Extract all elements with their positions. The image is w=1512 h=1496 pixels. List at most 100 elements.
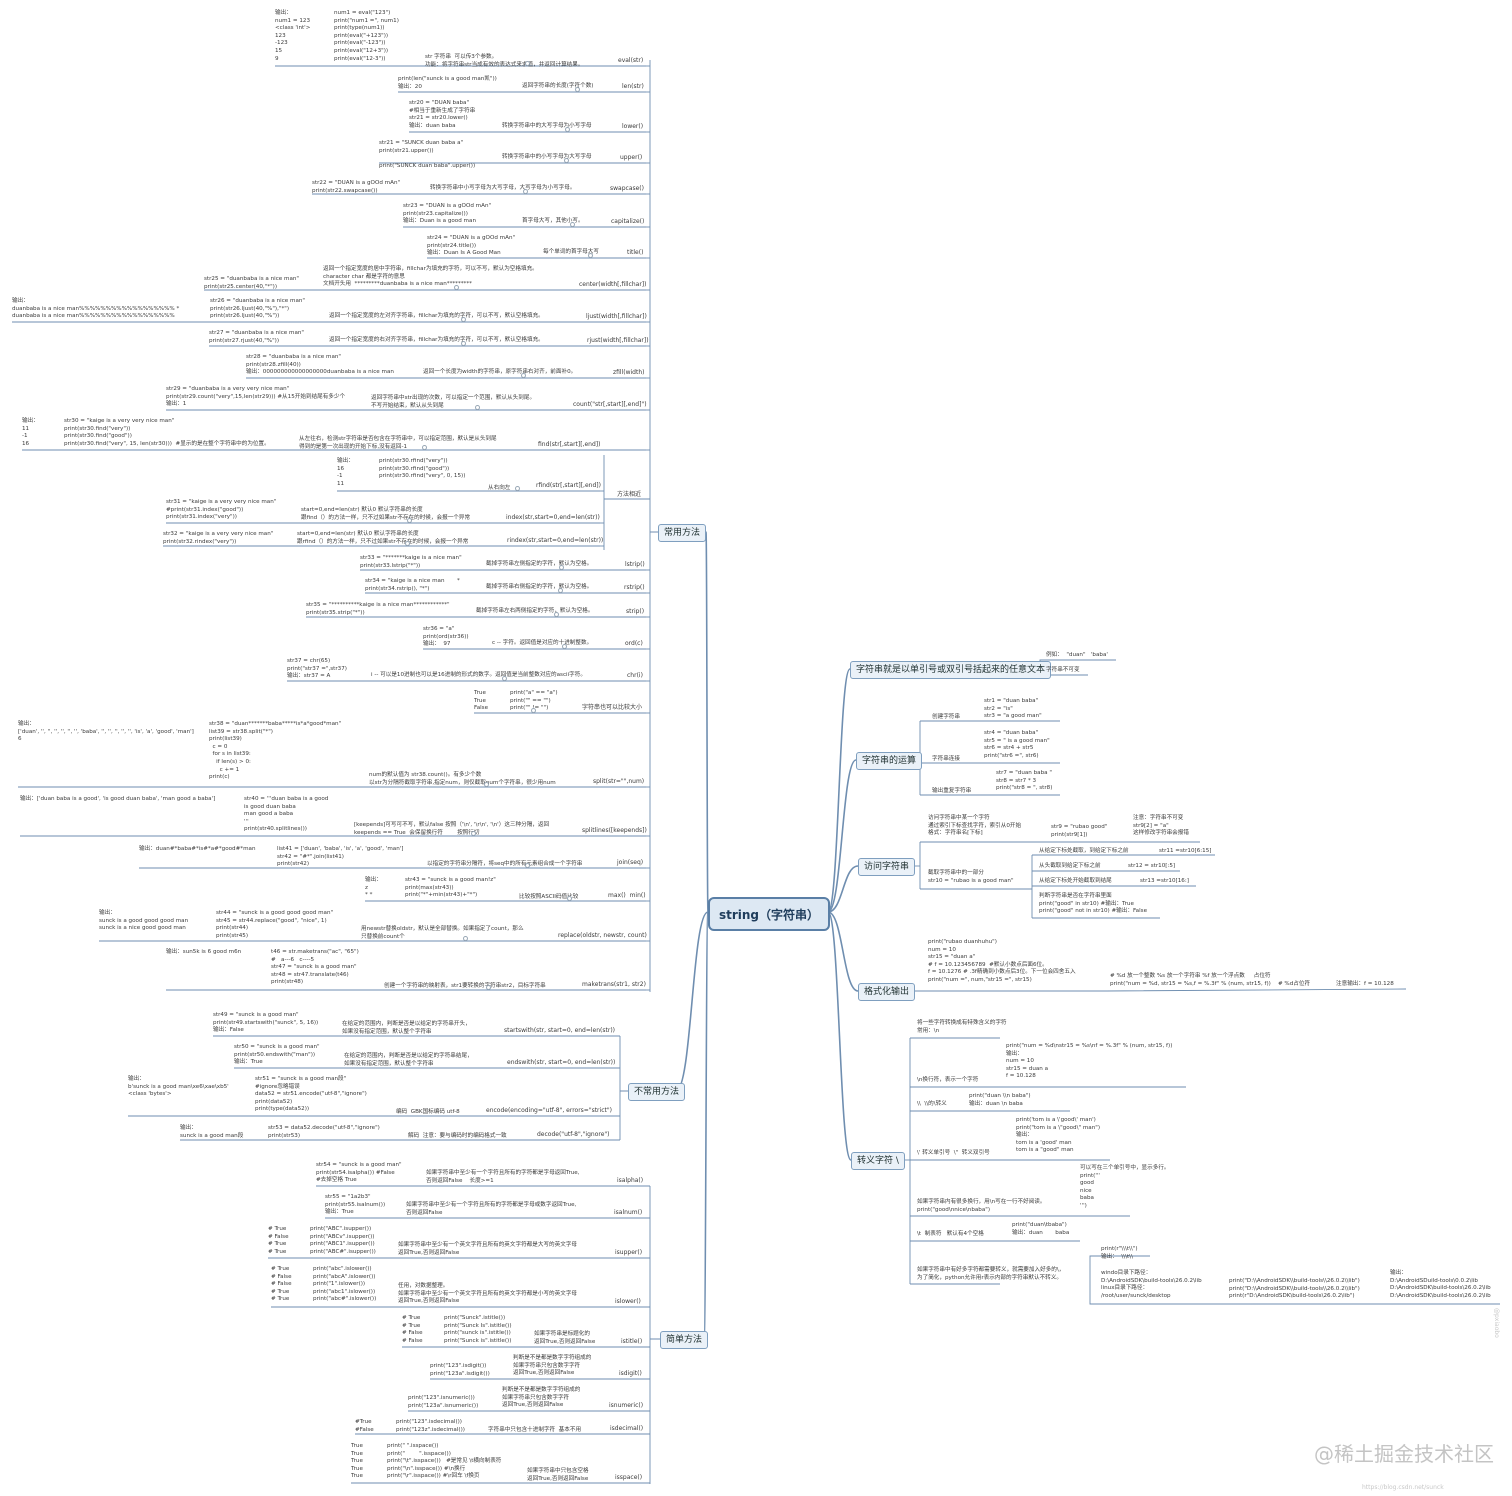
branch-access-string[interactable]: 访问字符串 [858,858,916,876]
method-node[interactable]: decode("utf-8","ignore") [537,1131,610,1138]
root-topic[interactable]: string（字符串） [708,897,830,931]
method-node[interactable]: ord(c) [625,640,643,647]
method-node[interactable]: isnumeric() [609,1402,644,1409]
description: num的默认值为 str38.count()。有多少个数 以str为分隔符截取字… [369,772,556,786]
branch-similar[interactable]: 方法相近 [617,491,642,498]
method-node[interactable]: encode(encoding="utf-8", errors="strict"… [486,1107,612,1114]
method-node[interactable]: strip() [626,608,645,615]
collapse-dot-icon[interactable] [460,317,466,322]
description: 截掉字符串左右两侧指定的字符，默认为空格。 [476,608,594,614]
method-node[interactable]: count("str[,start][,end]") [573,401,647,408]
method-node[interactable]: title() [627,249,644,256]
method-node[interactable]: rjust(width[,fillchar]) [587,337,649,344]
method-node[interactable]: center(width[,fillchar]) [579,281,647,288]
method-node[interactable]: endswith(str, start=0, end=len(str)) [507,1059,616,1066]
branch-escape-chars[interactable]: 转义字符 \ [851,1152,905,1170]
collapse-dot-icon[interactable] [421,445,427,450]
method-node[interactable]: chr(i) [627,672,643,679]
method-node[interactable]: zfill(width) [613,369,645,376]
method-node[interactable]: rindex(str,start=0,end=len(str)) [507,537,604,544]
method-node[interactable]: index(str,start=0,end=len(str)) [506,514,600,521]
collapse-dot-icon[interactable] [558,565,564,570]
ops-label[interactable]: 字符串连接 [932,756,960,762]
collapse-dot-icon[interactable] [475,405,480,410]
collapse-dot-icon[interactable] [554,612,559,617]
collapse-dot-icon[interactable] [405,541,410,546]
method-node[interactable]: 字符串也可以比较大小 [582,704,643,711]
code-example: str12 = str10[:5] [1128,863,1176,869]
code-example: True True False [474,690,489,712]
collapse-dot-icon[interactable] [471,831,476,836]
collapse-dot-icon[interactable] [565,127,570,132]
watermark-url: https://blog.csdn.net/sunck [1362,1484,1444,1491]
collapse-dot-icon[interactable] [461,341,466,346]
collapse-dot-icon[interactable] [484,782,489,787]
collapse-dot-icon[interactable] [531,708,536,713]
method-node[interactable]: lstrip() [625,561,645,568]
method-node[interactable]: lower() [622,123,644,130]
collapse-dot-icon[interactable] [525,863,530,868]
collapse-dot-icon[interactable] [588,253,593,258]
definition-immutable: 字符串不可变 [1046,667,1080,673]
method-node[interactable]: swapcase() [610,185,644,192]
description: c -- 字符。返回值是对应的十进制整数。 [492,640,593,646]
branch-string-ops[interactable]: 字符串的运算 [856,752,923,770]
method-node[interactable]: upper() [620,154,643,161]
method-node[interactable]: isdecimal() [610,1425,644,1432]
method-node[interactable]: capitalize() [611,218,645,225]
method-node[interactable]: isspace() [615,1474,643,1481]
method-node[interactable]: isupper() [615,1249,643,1256]
collapse-dot-icon[interactable] [566,896,572,901]
collapse-dot-icon[interactable] [515,486,520,491]
description: 在给定的范围内，判断是否是以给定的字符串开头， 如果没有指定范围，默认整个字符串 [342,1021,471,1035]
escape-rule: \' 转义单引号 \" 转义双引号 [917,1150,990,1156]
method-node[interactable]: startswith(str, start=0, end=len(str)) [504,1027,616,1034]
ops-label[interactable]: 输出重复字符串 [932,788,972,794]
method-node[interactable]: isalpha() [617,1177,644,1184]
collapse-dot-icon[interactable] [523,189,528,194]
method-node[interactable]: split(str="",num) [593,778,645,785]
collapse-dot-icon[interactable] [561,644,567,649]
branch-format-output[interactable]: 格式化输出 [858,983,916,1001]
method-node[interactable]: isalnum() [614,1209,643,1216]
collapse-dot-icon[interactable] [462,936,468,941]
collapse-dot-icon[interactable] [569,222,575,227]
description: 如果字符串中至少有一个英文字符且所有的英文字符都是大写的英文字母 返回True,… [398,1242,578,1256]
branch-common-methods[interactable]: 常用方法 [658,524,707,542]
method-node[interactable]: ljust(width[,fillchar]) [586,313,647,320]
method-node[interactable]: rstrip() [624,584,645,591]
collapse-dot-icon[interactable] [454,285,459,290]
collapse-dot-icon[interactable] [564,158,569,163]
method-node[interactable]: istitle() [621,1338,643,1345]
code-example: str29 = "duanbaba is a very very nice ma… [166,386,346,408]
method-node[interactable]: isdigit() [619,1370,642,1377]
description: 从右向左 [488,485,511,491]
ops-label[interactable]: 创建字符串 [932,714,960,720]
collapse-dot-icon[interactable] [521,373,526,378]
code-example: print("D:\\AndroidSDK\\build-tools\\26.0… [1229,1278,1360,1300]
method-node[interactable]: eval(str) [618,57,644,64]
branch-uncommon-methods[interactable]: 不常用方法 [628,1083,686,1101]
collapse-dot-icon[interactable] [486,985,491,990]
collapse-dot-icon[interactable] [406,518,412,523]
description: 比较按照ASCII码值比较 [519,894,579,900]
method-node[interactable]: islower() [615,1298,641,1305]
collapse-dot-icon[interactable] [524,61,530,66]
method-node[interactable]: maketrans(str1, str2) [582,981,646,988]
method-node[interactable]: replace(oldstr, newstr, count) [558,932,647,939]
branch-simple-methods[interactable]: 简单方法 [660,1331,709,1349]
method-node[interactable]: join(seq) [617,859,644,866]
method-node[interactable]: len(str) [622,83,644,90]
collapse-dot-icon[interactable] [558,588,563,593]
method-node[interactable]: rfind(str[,start][,end]) [536,482,601,489]
method-node[interactable]: splitlines([keepends]) [582,827,647,834]
branch-definition[interactable]: 字符串就是以单引号或双引号括起来的任意文本 [850,661,1052,679]
method-node[interactable]: max() min() [608,892,646,899]
collapse-dot-icon[interactable] [575,87,580,92]
method-node[interactable]: find(str[,start][,end]) [538,441,601,448]
connector-line [1089,1255,1150,1284]
output-example: #True #False [355,1419,374,1433]
code-example: str51 = "sunck is a good man段" #ignore忽略… [255,1076,367,1113]
collapse-dot-icon[interactable] [502,676,507,681]
description: 如果字符串中至少有一个字符且所有的字符都是字母或数字返回True, 否则返回Fa… [406,1202,577,1216]
